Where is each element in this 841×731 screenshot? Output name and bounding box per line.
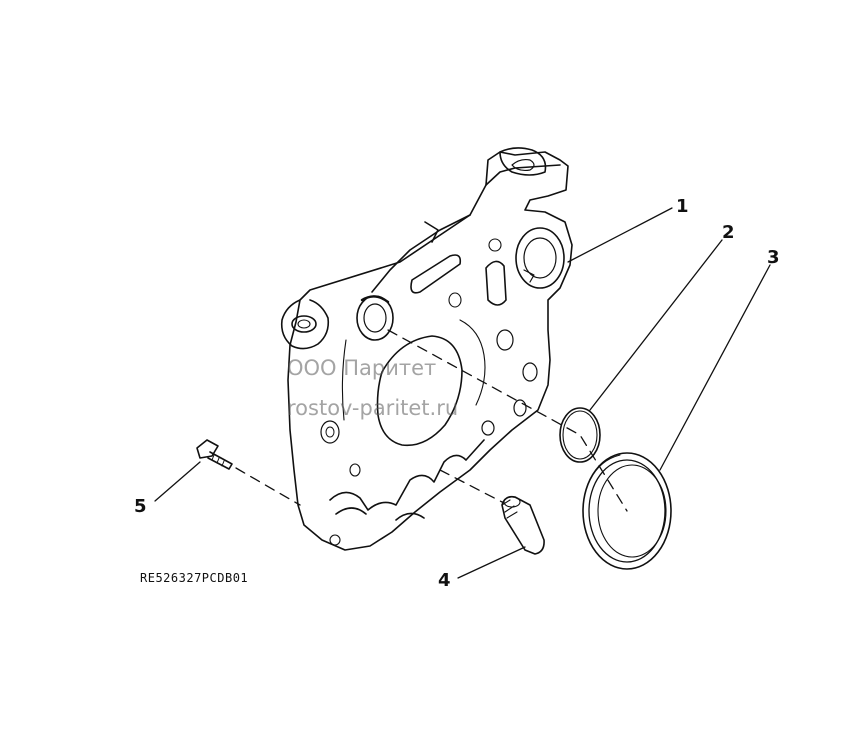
callout-5: 5: [134, 496, 147, 517]
drawing-code: RE526327PCDB01: [140, 571, 249, 585]
plug-part: [501, 495, 545, 555]
callout-3: 3: [767, 247, 780, 268]
gear-housing-cover: [280, 147, 573, 551]
leader-lines: [154, 207, 771, 579]
o-ring-part: [559, 407, 601, 463]
watermark-website: rostov-paritet.ru: [287, 396, 459, 420]
callout-4: 4: [438, 570, 451, 591]
cap-screw-part: [196, 439, 233, 470]
callout-1: 1: [676, 196, 689, 217]
assembly-centerlines: [235, 329, 628, 512]
callout-2: 2: [722, 222, 735, 243]
watermark-company: ООО Паритет: [287, 356, 437, 380]
oil-seal-part: [582, 452, 672, 570]
